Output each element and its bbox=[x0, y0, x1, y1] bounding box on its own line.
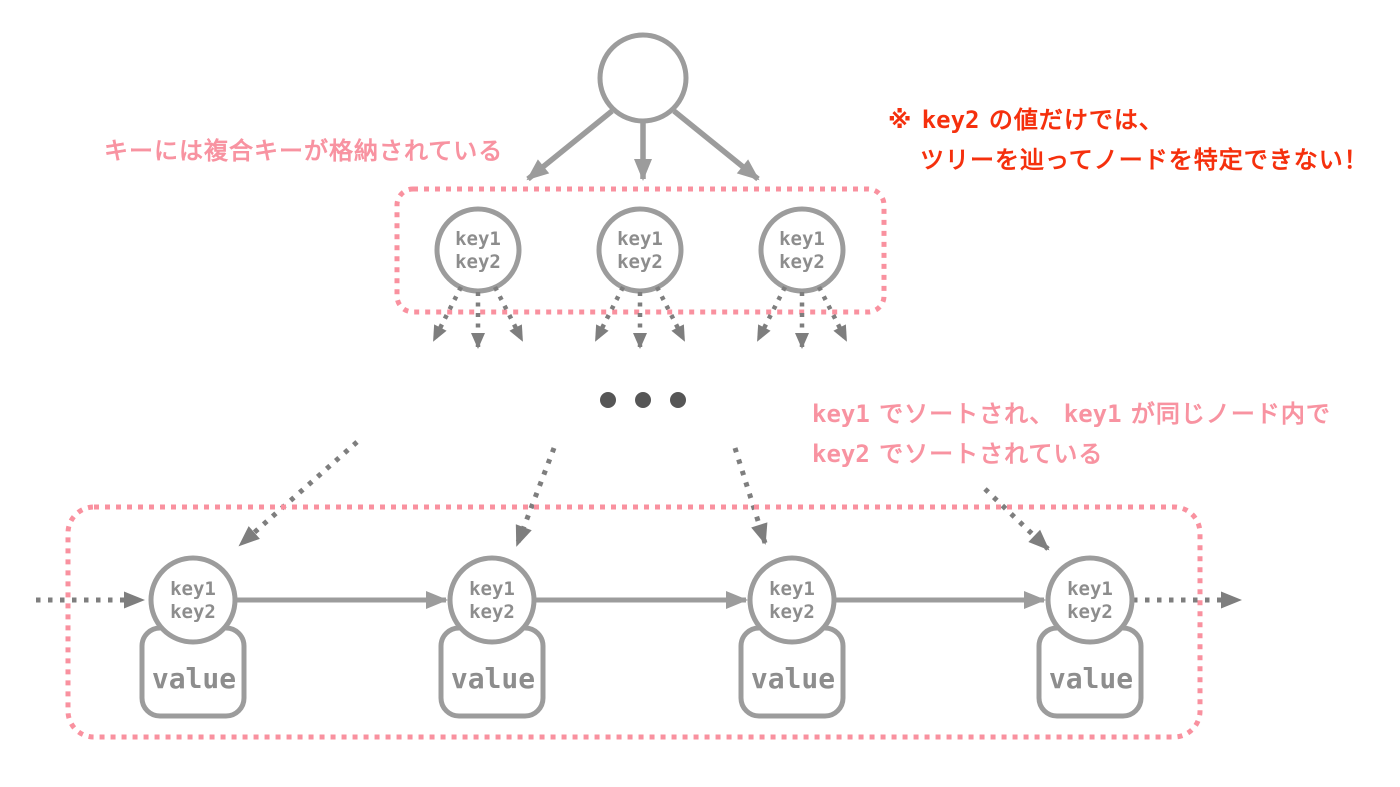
sort-key2-code: key2 bbox=[812, 440, 870, 468]
leaf-node-2: value key1 key2 bbox=[438, 555, 546, 719]
internal-node-circle bbox=[758, 206, 846, 294]
sort-text-part: でソートされ、 bbox=[869, 400, 1064, 428]
leaf-value-label: value bbox=[751, 662, 835, 695]
node-key1-label: key1 bbox=[1067, 578, 1113, 600]
leaf-key-circle bbox=[447, 555, 537, 645]
descend-arrow-2 bbox=[514, 447, 557, 547]
internal-node-circle bbox=[596, 206, 684, 294]
node-key1-label: key1 bbox=[617, 228, 663, 250]
leaf-node-1: value key1 key2 bbox=[139, 555, 247, 719]
leaf-node-4: value key1 key2 bbox=[1036, 555, 1144, 719]
warning-line-2: ツリーを辿ってノードを特定できない！ bbox=[888, 140, 1369, 180]
root-node-circle bbox=[597, 32, 689, 124]
warning-text-part: の値だけでは、 bbox=[979, 106, 1164, 134]
node-key1-label: key1 bbox=[469, 578, 515, 600]
root-node bbox=[597, 32, 689, 124]
ellipsis-dot bbox=[600, 392, 616, 408]
leaf-node-3: value key1 key2 bbox=[738, 555, 846, 719]
sort-key1-code: key1 bbox=[1063, 400, 1122, 428]
node-key2-label: key2 bbox=[779, 251, 825, 273]
internal-node-circle bbox=[434, 206, 522, 294]
warning-line-1: ※ key2 の値だけでは、 bbox=[888, 100, 1369, 140]
leaf-value-label: value bbox=[1049, 662, 1133, 695]
leaf-key-circle bbox=[747, 555, 837, 645]
annotation-key2-warning: ※ key2 の値だけでは、 ツリーを辿ってノードを特定できない！ bbox=[888, 100, 1369, 180]
internal-node-1: key1 key2 bbox=[431, 206, 525, 349]
tree-edges bbox=[526, 108, 760, 182]
sort-text-part: が同じノード内で bbox=[1121, 400, 1331, 428]
leaf-key-circle bbox=[1045, 555, 1135, 645]
descend-arrow-1 bbox=[238, 440, 359, 547]
internal-node-3: key1 key2 bbox=[755, 206, 849, 349]
node-key2-label: key2 bbox=[769, 601, 815, 623]
leaf-key-circle bbox=[148, 555, 238, 645]
node-key2-label: key2 bbox=[469, 601, 515, 623]
node-key2-label: key2 bbox=[617, 251, 663, 273]
ellipsis-dot bbox=[670, 392, 686, 408]
descend-arrows bbox=[238, 440, 1050, 551]
node-key1-label: key1 bbox=[170, 578, 216, 600]
tree-edge-right bbox=[672, 108, 760, 182]
sort-key1-code: key1 bbox=[812, 400, 870, 428]
leaf-value-label: value bbox=[152, 662, 236, 695]
descend-arrow-3 bbox=[732, 447, 768, 545]
tree-edge-left bbox=[526, 108, 614, 182]
node-key1-label: key1 bbox=[769, 578, 815, 600]
leaf-value-label: value bbox=[451, 662, 535, 695]
warning-text-part: ツリーを辿ってノードを特定できない！ bbox=[920, 146, 1369, 174]
ellipsis-dot bbox=[635, 392, 651, 408]
descend-arrow-4 bbox=[983, 487, 1050, 551]
node-key2-label: key2 bbox=[455, 251, 501, 273]
warning-text-part: ※ bbox=[888, 106, 922, 134]
node-key2-label: key2 bbox=[170, 601, 216, 623]
sort-text-part: でソートされている bbox=[869, 440, 1104, 468]
leaf-nodes-box bbox=[65, 504, 1203, 740]
node-key1-label: key1 bbox=[455, 228, 501, 250]
internal-node-2: key1 key2 bbox=[593, 206, 687, 349]
node-key1-label: key1 bbox=[779, 228, 825, 250]
warning-key2-code: key2 bbox=[921, 106, 980, 134]
node-key2-label: key2 bbox=[1067, 601, 1113, 623]
annotation-composite-key-line: キーには複合キーが格納されている bbox=[104, 131, 503, 171]
annotation-composite-key: キーには複合キーが格納されている bbox=[104, 131, 503, 171]
sort-order-line-1: key1 でソートされ、 key1 が同じノード内で bbox=[812, 394, 1331, 434]
sort-order-line-2: key2 でソートされている bbox=[812, 434, 1331, 474]
fan-arrow-right bbox=[492, 285, 525, 342]
ellipsis-dots bbox=[600, 392, 686, 408]
annotation-text: キーには複合キーが格納されている bbox=[104, 137, 504, 165]
annotation-sort-order: key1 でソートされ、 key1 が同じノード内で key2 でソートされてい… bbox=[812, 394, 1331, 474]
fan-arrow-left bbox=[593, 285, 626, 342]
